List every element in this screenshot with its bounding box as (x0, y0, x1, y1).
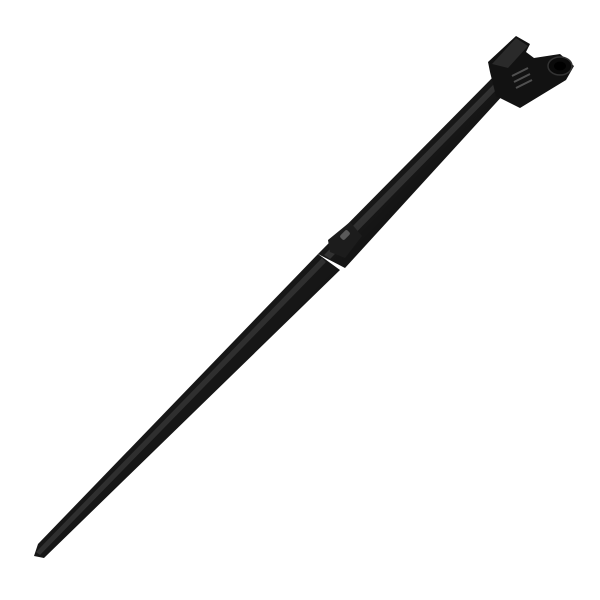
stake-spike-ridge (36, 258, 326, 555)
tube-holder-hole (554, 61, 566, 71)
head-vent-slots (511, 67, 533, 89)
stake-collar (328, 222, 362, 258)
head-clip-hook (492, 38, 528, 68)
collar-slot (340, 230, 350, 240)
stake-shaft-ridge (324, 76, 506, 259)
